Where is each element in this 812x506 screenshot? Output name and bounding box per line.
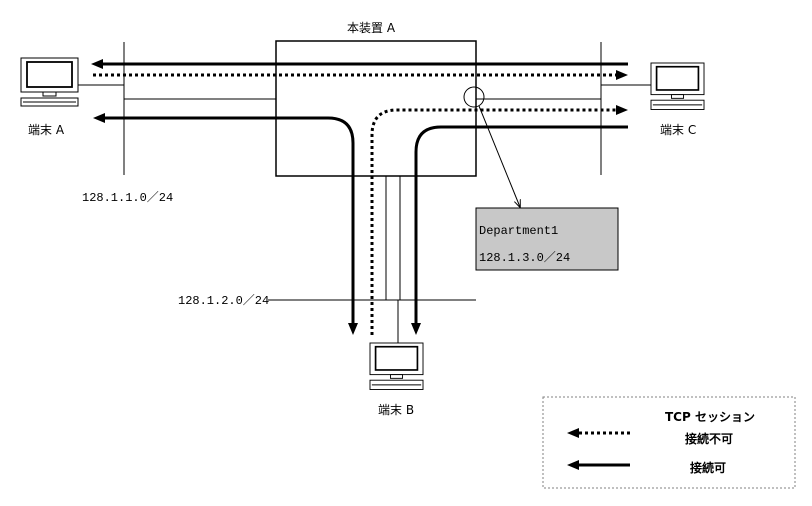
network-label-segment-1: 128.1.1.0／24 <box>82 190 173 205</box>
legend-title: TCP セッション <box>665 410 755 424</box>
terminal-b-computer-icon <box>369 342 424 390</box>
device-title: 本装置 A <box>347 21 396 35</box>
terminal-c-computer-icon <box>650 62 705 110</box>
legend-blocked-label: 接続不可 <box>685 431 733 446</box>
legend: TCP セッション 接続不可 接続可 <box>542 396 796 489</box>
session-arrow-c-to-b-allowed <box>411 125 628 335</box>
session-arrow-b-to-c-blocked <box>370 105 628 335</box>
terminal-a-computer-icon <box>20 57 79 107</box>
legend-box <box>542 396 796 489</box>
terminal-a-label: 端末 A <box>28 123 65 137</box>
department-name: Department1 <box>479 224 558 238</box>
callout-pointer <box>478 105 520 207</box>
department-network: 128.1.3.0／24 <box>479 250 570 265</box>
callout-circle <box>463 86 485 108</box>
network-label-segment-2: 128.1.2.0／24 <box>178 293 269 308</box>
terminal-c-label: 端末 C <box>660 123 696 137</box>
legend-allowed-label: 接続可 <box>690 460 726 475</box>
department-box <box>475 207 619 271</box>
terminal-b-label: 端末 B <box>378 403 414 417</box>
session-arrow-a-b-allowed <box>93 113 358 335</box>
